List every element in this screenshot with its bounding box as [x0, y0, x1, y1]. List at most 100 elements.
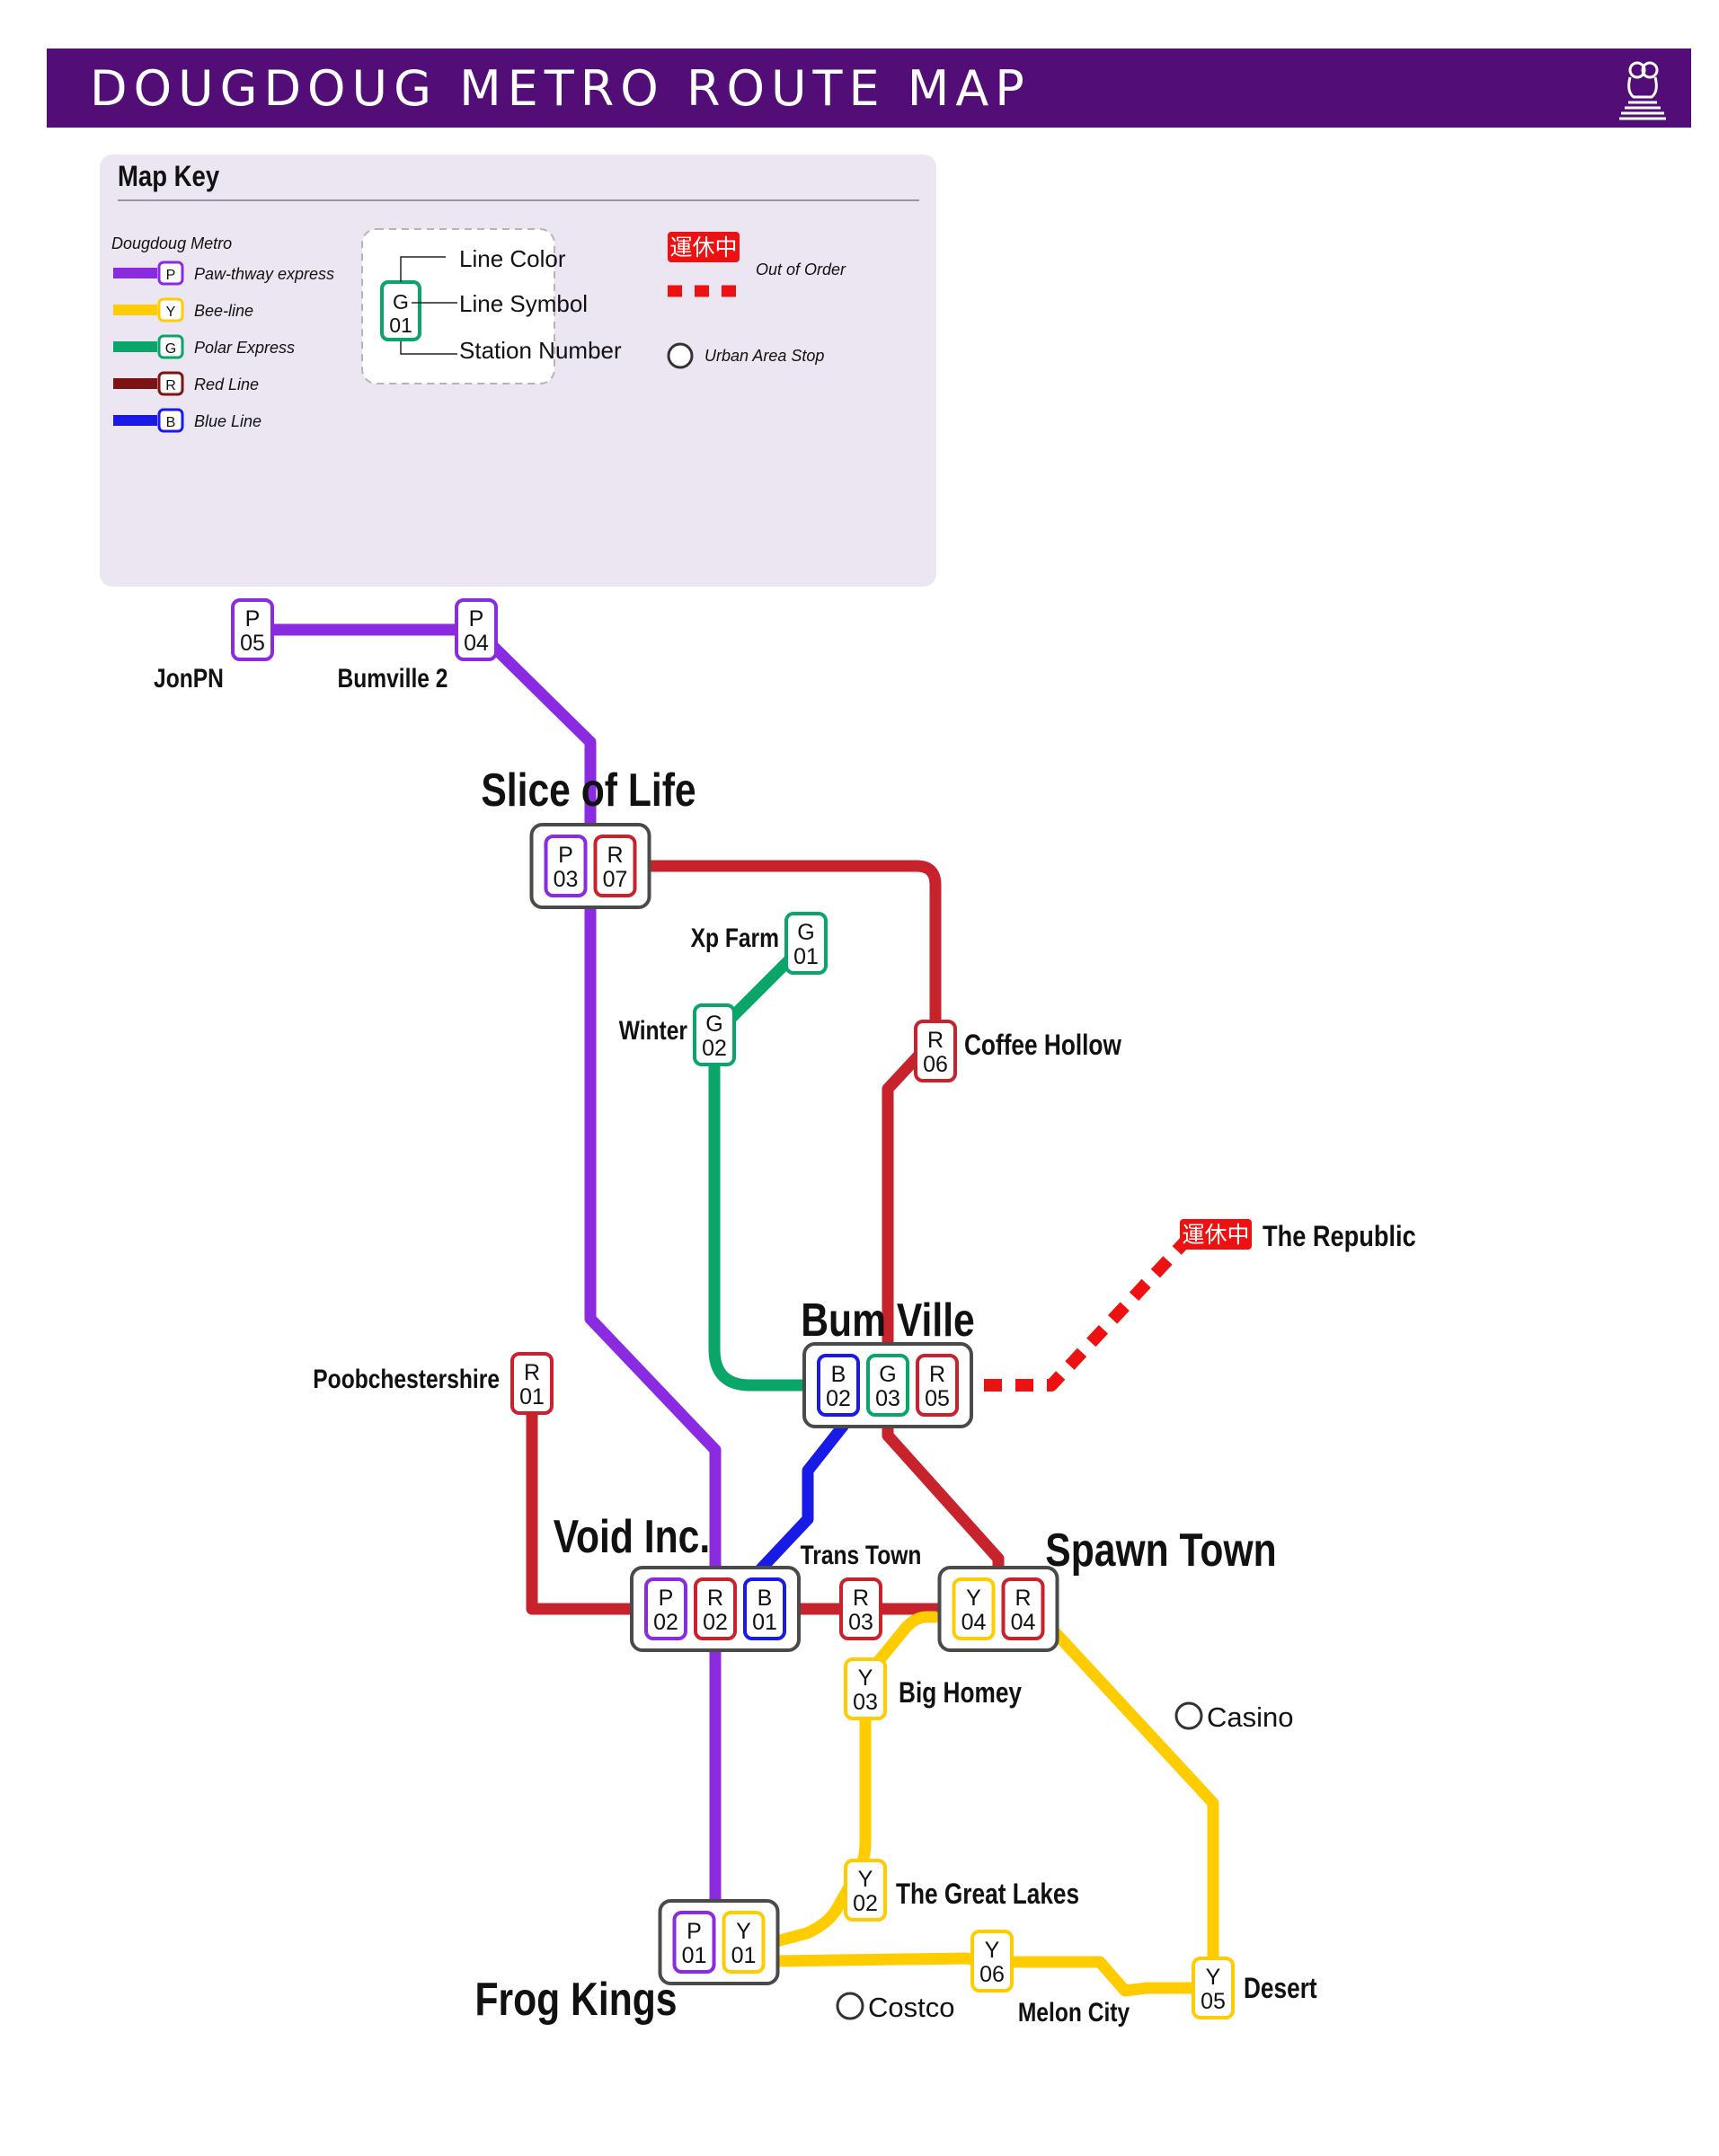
route-paw-thway-express	[246, 623, 722, 1940]
bum-ville-station-number: 02	[826, 1386, 851, 1411]
desert-label: Desert	[1244, 1974, 1317, 2005]
the-great-lakes-station-number: 02	[853, 1891, 878, 1916]
the-republic-status-badge	[1180, 1219, 1252, 1250]
legend-example-number: 01	[389, 314, 412, 337]
bum-ville-line-symbol: B	[831, 1362, 846, 1387]
bum-ville-badge-r05	[916, 1354, 959, 1417]
slice-of-life-line-symbol: P	[558, 843, 573, 868]
casino-stop-icon	[1174, 1701, 1203, 1730]
the-republic-status-text: 運休中	[1182, 1222, 1249, 1248]
melon-city-station-number: 06	[979, 1962, 1005, 1987]
slice-of-life-line-symbol: R	[607, 843, 623, 868]
dougdoug-logo-icon	[1619, 61, 1666, 120]
desert-line-symbol: Y	[1206, 1965, 1221, 1990]
station-winter[interactable]: G02 Winter	[619, 1003, 736, 1066]
winter-badge-g02	[693, 1003, 736, 1066]
spawn-town-badge-y04	[952, 1577, 996, 1640]
map-key-divider	[118, 199, 919, 201]
void-inc-line-symbol: R	[707, 1586, 723, 1611]
station-the-great-lakes[interactable]: Y02 The Great Lakes	[844, 1859, 1079, 1922]
big-homey-station-number: 03	[853, 1690, 878, 1715]
melon-city-badge-y06	[970, 1930, 1014, 1993]
slice-of-life-label: Slice of Life	[481, 764, 696, 817]
key-symbol-g: G	[165, 341, 176, 357]
slice-of-life-badge-r07	[593, 835, 637, 897]
spawn-town-station-number: 04	[1011, 1610, 1036, 1635]
key-line-name-p: Paw-thway express	[194, 265, 334, 283]
winter-label: Winter	[619, 1015, 688, 1046]
station-big-homey[interactable]: Y03 Big Homey	[844, 1657, 1023, 1720]
legend-line-color-pointer	[400, 256, 446, 282]
void-inc-station-number: 01	[752, 1610, 777, 1635]
route-polar-express	[708, 937, 905, 1392]
void-inc-label: Void Inc.	[554, 1511, 711, 1563]
spawn-town-line-symbol: R	[1015, 1586, 1031, 1611]
melon-city-label: Melon City	[1018, 1997, 1130, 2028]
spawn-town-station-number: 04	[961, 1610, 987, 1635]
bum-ville-line-symbol: G	[879, 1362, 896, 1387]
xp-farm-badge-g01	[784, 912, 828, 975]
key-section-label: Dougdoug Metro	[111, 234, 232, 252]
trans-town-badge-r03	[839, 1577, 882, 1640]
jonpn-label: JonPN	[154, 663, 224, 694]
winter-station-number: 02	[702, 1036, 727, 1061]
void-inc-station-number: 02	[703, 1610, 728, 1635]
route-red-line-north	[611, 860, 1005, 1615]
trans-town-line-symbol: R	[853, 1586, 869, 1611]
poobchestershire-badge-r01	[510, 1352, 554, 1415]
the-republic-label: The Republic	[1263, 1221, 1416, 1253]
urban-stop-icon	[667, 342, 694, 369]
trans-town-station-number: 03	[848, 1610, 873, 1635]
coffee-hollow-line-symbol: R	[927, 1028, 944, 1053]
the-great-lakes-line-symbol: Y	[858, 1867, 873, 1892]
void-inc-station-number: 02	[653, 1610, 678, 1635]
header-bar: DOUGDOUG METRO ROUTE MAP	[47, 49, 1691, 128]
key-line-name-r: Red Line	[194, 376, 259, 393]
big-homey-label: Big Homey	[899, 1678, 1023, 1710]
out-of-order-label: Out of Order	[756, 261, 846, 278]
bum-ville-station-number: 03	[875, 1386, 900, 1411]
slice-of-life-station-number: 07	[603, 867, 628, 892]
frog-kings-line-symbol: P	[687, 1919, 702, 1944]
bumville2-label: Bumville 2	[337, 663, 447, 694]
spawn-town-line-symbol: Y	[966, 1586, 981, 1611]
key-badge-g	[157, 334, 184, 359]
jonpn-badge-p05	[231, 598, 274, 661]
the-great-lakes-badge-y02	[844, 1859, 887, 1922]
frog-kings-badge-y01	[722, 1911, 766, 1974]
big-homey-badge-y03	[844, 1657, 887, 1720]
coffee-hollow-station-number: 06	[923, 1052, 948, 1077]
melon-city-line-symbol: Y	[985, 1938, 1000, 1963]
legend-station-number-label: Station Number	[459, 337, 622, 364]
slice-of-life-badge-p03	[544, 835, 588, 897]
key-symbol-y: Y	[166, 305, 176, 320]
frog-kings-line-symbol: Y	[736, 1919, 751, 1944]
bum-ville-station-number: 05	[925, 1386, 950, 1411]
poobchestershire-line-symbol: R	[524, 1360, 540, 1385]
xp-farm-station-number: 01	[793, 944, 819, 969]
big-homey-line-symbol: Y	[858, 1666, 873, 1691]
key-line-name-y: Bee-line	[194, 302, 253, 320]
winter-line-symbol: G	[705, 1012, 722, 1037]
bum-ville-badge-b02	[817, 1354, 860, 1417]
spawn-town-badge-r04	[1001, 1577, 1045, 1640]
void-inc-badge-r02	[694, 1577, 737, 1640]
costco-label: Costco	[868, 1992, 954, 2023]
the-great-lakes-label: The Great Lakes	[896, 1879, 1079, 1911]
jonpn-line-symbol: P	[245, 606, 261, 632]
